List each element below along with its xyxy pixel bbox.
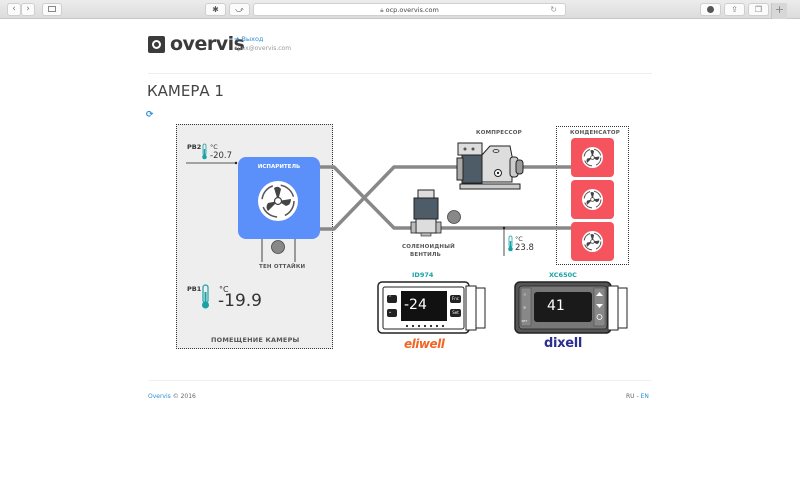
- footer-divider: [148, 380, 652, 381]
- eliwell-fnc-button[interactable]: Fnc: [451, 296, 460, 301]
- solenoid-label-line1: СОЛЕНОИДНЫЙ: [402, 244, 455, 250]
- pb2-value: -20.7: [210, 151, 232, 161]
- fan-icon: [582, 147, 603, 168]
- line-probe-value: 23.8: [515, 243, 534, 253]
- dixell-model: XC650C: [549, 271, 577, 279]
- heater-indicator: [271, 240, 285, 254]
- lang-separator: -: [634, 393, 641, 400]
- eliwell-brand-logo: eliwell: [404, 337, 445, 351]
- condenser-fan-1[interactable]: [571, 138, 614, 177]
- forward-icon: ›: [26, 4, 30, 14]
- browser-toolbar: ‹ › ✱ ⤻ 🔒︎ocp.overvis.com ↻ ⇪ ❐ +: [0, 0, 800, 19]
- condenser-fan-2[interactable]: [571, 180, 614, 219]
- bug-icon: ✱: [212, 5, 219, 14]
- sidebar-button[interactable]: [42, 3, 62, 16]
- logo-icon: [148, 36, 165, 53]
- tabs-button[interactable]: ❐: [748, 3, 769, 16]
- line-probe-point: [502, 226, 506, 230]
- url-text: ocp.overvis.com: [385, 6, 439, 14]
- downloads-button[interactable]: [700, 3, 721, 16]
- evaporator-fan-icon: [258, 181, 298, 221]
- fan-icon: [582, 189, 603, 210]
- dixell-controller-icon: ☼ ❄ SET: [514, 281, 628, 334]
- pb1-label: PB1: [187, 285, 202, 293]
- condenser-label: КОНДЕНСАТОР: [570, 130, 620, 136]
- tabs-icon: ❐: [754, 5, 763, 14]
- sidebar-icon: [48, 6, 56, 12]
- download-icon: [707, 6, 714, 13]
- share-extension-button[interactable]: ⤻: [229, 3, 250, 16]
- dixell-brand-logo: dixell: [544, 336, 583, 351]
- pb2-unit: °C: [210, 143, 218, 151]
- header-divider: [148, 73, 652, 74]
- share-icon: ⇪: [731, 5, 738, 14]
- pb2-thermometer-icon: [202, 143, 207, 160]
- pipe-evap-top: [320, 165, 571, 230]
- address-bar[interactable]: 🔒︎ocp.overvis.com ↻: [253, 3, 566, 16]
- evaporator-label: ИСПАРИТЕЛЬ: [257, 164, 301, 170]
- condenser-fan-3[interactable]: [571, 222, 614, 261]
- defrost-heater-label: ТЕН ОТТАЙКИ: [259, 264, 306, 270]
- condenser-area: [556, 126, 629, 265]
- line-thermometer-icon: [508, 235, 513, 252]
- eliwell-controller-icon: [377, 281, 486, 334]
- eliwell-model: ID974: [412, 271, 434, 279]
- copyright-text: © 2016: [170, 393, 196, 400]
- forward-button[interactable]: ›: [21, 3, 35, 16]
- eliwell-down-icon[interactable]: ⌄: [388, 309, 393, 315]
- eliwell-up-icon[interactable]: ⌃: [388, 295, 393, 301]
- new-tab-button[interactable]: +: [771, 3, 787, 19]
- solenoid-label-line2: ВЕНТИЛЬ: [410, 252, 442, 258]
- pb2-label: PB2: [187, 143, 202, 151]
- pb1-thermometer-icon: [202, 284, 209, 309]
- eliwell-display: -24: [404, 297, 427, 313]
- share-button[interactable]: ⇪: [724, 3, 745, 16]
- language-switcher: RU - EN: [626, 393, 649, 400]
- plus-icon: +: [774, 3, 785, 16]
- lock-icon: 🔒︎: [380, 6, 384, 14]
- svg-text:❄: ❄: [523, 305, 527, 310]
- user-email: apex@overvis.com: [234, 45, 292, 52]
- footer-copyright: Overvis © 2016: [148, 393, 196, 400]
- reload-icon[interactable]: ↻: [550, 5, 557, 14]
- arrow-icon: ⤻: [235, 5, 244, 14]
- line-probe-unit: °C: [515, 235, 523, 243]
- compressor-icon: [456, 142, 524, 190]
- svg-text:☼: ☼: [523, 292, 527, 297]
- extension-button[interactable]: ✱: [205, 3, 226, 16]
- back-icon: ‹: [12, 4, 16, 14]
- pb1-unit: °C: [219, 285, 229, 294]
- room-label: ПОМЕЩЕНИЕ КАМЕРЫ: [211, 336, 300, 344]
- footer-brand-link[interactable]: Overvis: [148, 393, 171, 400]
- solenoid-indicator: [447, 210, 461, 224]
- svg-text:SET: SET: [522, 319, 528, 323]
- lang-ru[interactable]: RU: [626, 393, 635, 400]
- logout-link[interactable]: ➜ Выход: [234, 35, 264, 43]
- logo[interactable]: overvis: [148, 33, 245, 55]
- dixell-display: 41: [547, 298, 565, 314]
- lang-en-link[interactable]: EN: [640, 393, 649, 400]
- pb1-value: -19.9: [218, 291, 262, 311]
- back-button[interactable]: ‹: [7, 3, 21, 16]
- pipe-evap-bottom: [320, 165, 571, 231]
- refresh-icon[interactable]: ⟳: [146, 110, 154, 120]
- compressor-label: КОМПРЕССОР: [476, 130, 522, 136]
- pb2-probe-point: [234, 161, 238, 165]
- evaporator[interactable]: ИСПАРИТЕЛЬ: [238, 157, 320, 239]
- eliwell-set-button[interactable]: Set: [452, 310, 459, 315]
- page-title: КАМЕРА 1: [147, 82, 224, 100]
- fan-icon: [582, 231, 603, 252]
- logo-text: overvis: [170, 33, 245, 55]
- solenoid-valve-icon: [410, 189, 442, 237]
